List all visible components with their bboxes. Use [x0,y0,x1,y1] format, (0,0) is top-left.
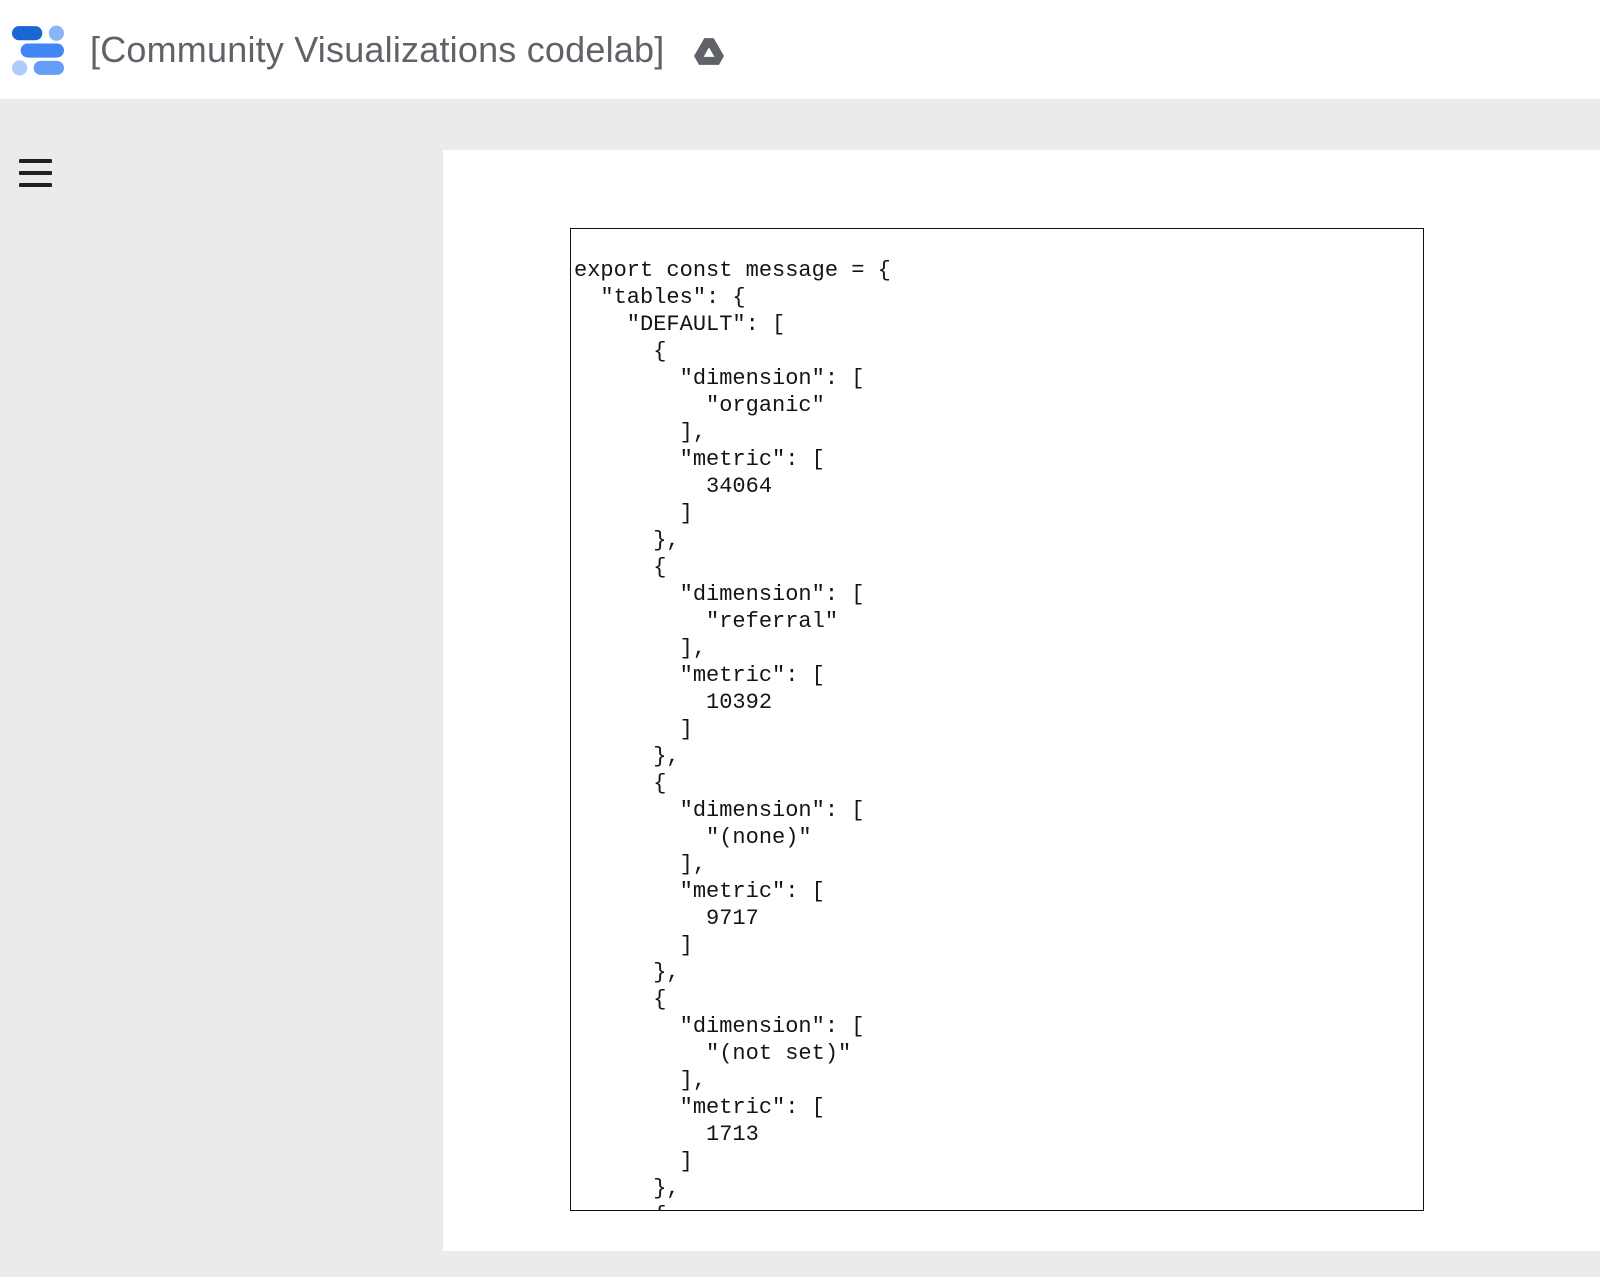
app-header: [Community Visualizations codelab] [0,0,1600,100]
hamburger-bar [19,159,52,163]
report-title[interactable]: [Community Visualizations codelab] [90,28,665,70]
datastudio-logo[interactable] [12,24,64,76]
hamburger-menu-icon[interactable] [19,158,53,188]
code-text: export const message = { "tables": { "DE… [574,258,891,1210]
code-block: export const message = { "tables": { "DE… [570,228,1424,1211]
hamburger-bar [19,183,52,187]
report-canvas: export const message = { "tables": { "DE… [443,150,1600,1251]
drive-icon [694,38,725,65]
hamburger-bar [19,171,52,175]
workspace: export const message = { "tables": { "DE… [0,100,1600,1277]
